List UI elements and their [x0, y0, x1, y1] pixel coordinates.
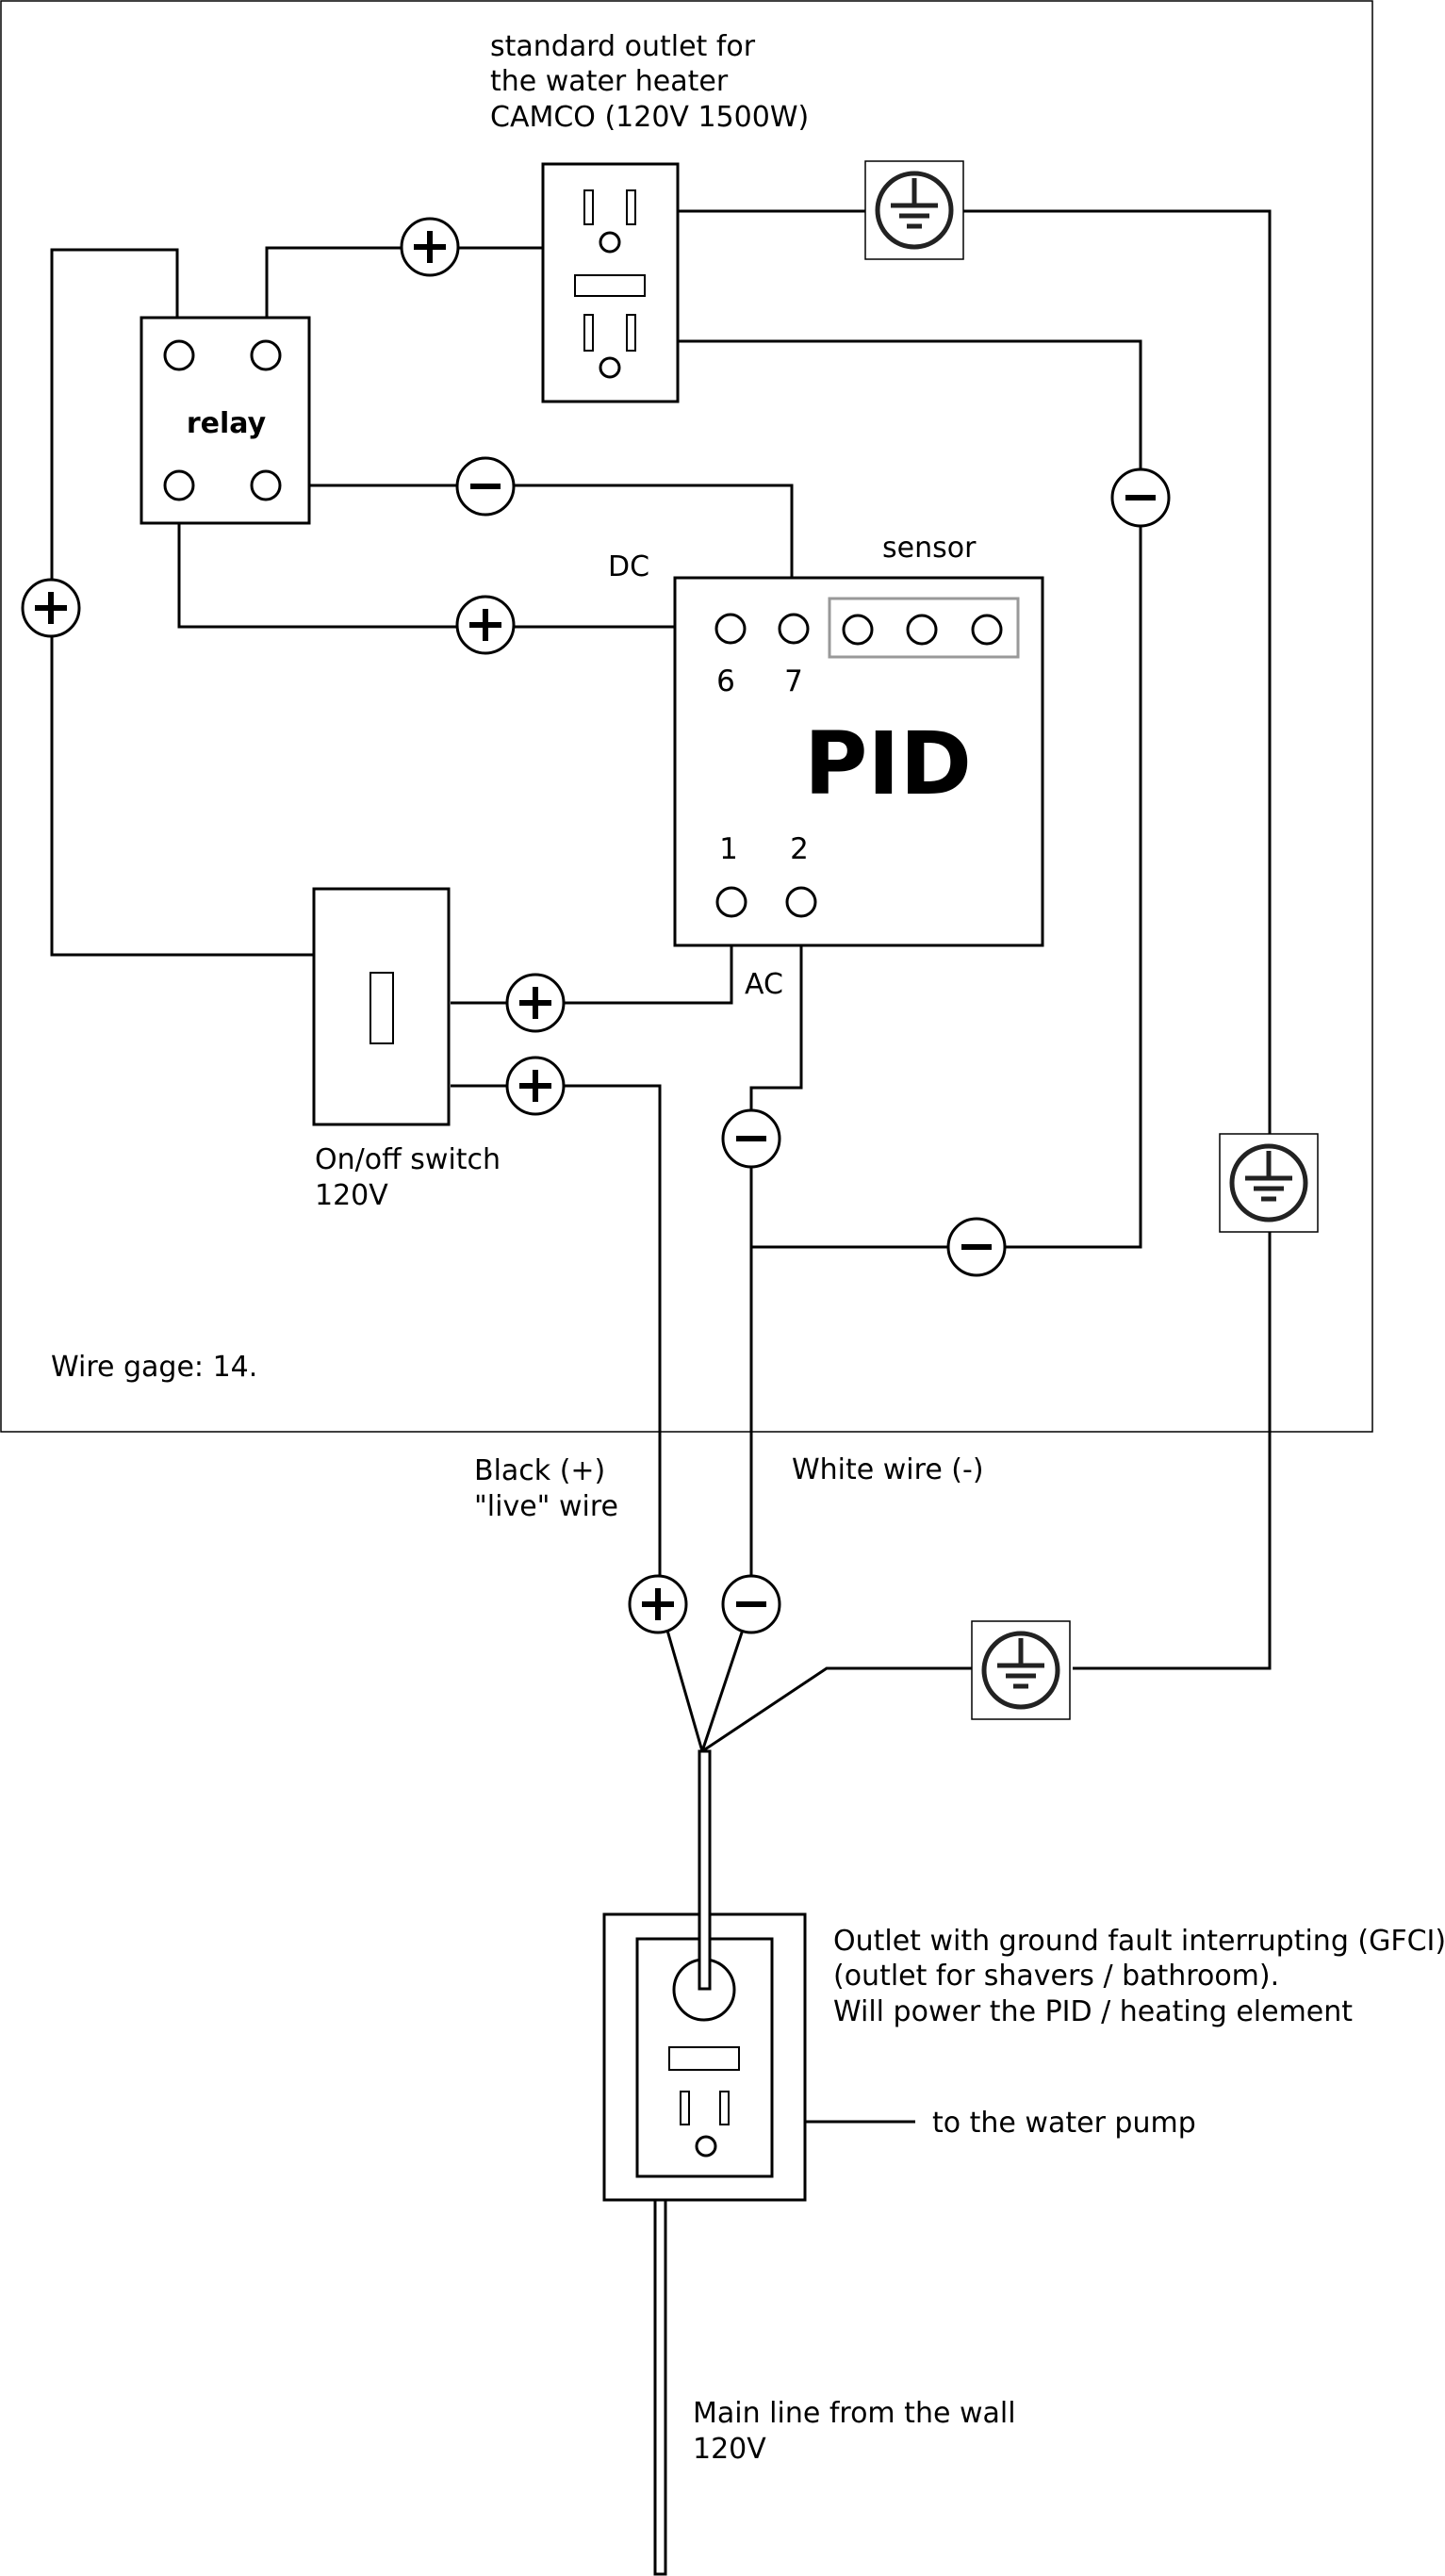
sensor-terminal-block [828, 597, 1020, 659]
sensor-label: sensor [882, 532, 977, 565]
pid-terminal-6-label: 6 [716, 665, 735, 698]
pid-controller [673, 576, 1044, 947]
minus-symbol-icon [1112, 469, 1169, 526]
pid-terminal-7-label: 7 [784, 665, 803, 698]
heater-outlet [541, 162, 680, 403]
pid-terminal-6 [714, 613, 747, 645]
gfci-label-line1: Outlet with ground fault interrupting (G… [833, 1925, 1445, 1958]
gfci-label-line2: (outlet for shavers / bathroom). [833, 1960, 1279, 1993]
pid-label: PID [804, 714, 972, 814]
plus-symbol-icon [507, 975, 564, 1031]
relay-label: relay [187, 407, 267, 440]
pid-terminal-2 [785, 886, 817, 918]
dc-label: DC [608, 550, 649, 583]
ground-icon [1220, 1134, 1318, 1232]
plus-symbol-icon [630, 1576, 686, 1633]
pid-terminal-1 [715, 886, 747, 918]
main-line-cable [653, 2198, 667, 2576]
enclosure-border [0, 0, 1373, 1433]
wire-outlet-ground [678, 209, 1272, 1670]
wire-gage-label: Wire gage: 14. [51, 1351, 257, 1384]
heater-outlet-label-line3: CAMCO (120V 1500W) [490, 101, 809, 134]
gfci-outlet [602, 1749, 807, 2202]
main-line-label-line2: 120V [693, 2433, 766, 2466]
heater-outlet-label-line2: the water heater [490, 65, 729, 98]
wire-pid2-to-neutral [749, 902, 803, 1579]
minus-symbol-icon [948, 1219, 1005, 1275]
main-line-label-line1: Main line from the wall [693, 2397, 1016, 2430]
minus-symbol-icon [723, 1576, 780, 1633]
wire-switch-to-relay [50, 248, 314, 957]
on-off-switch [312, 887, 451, 1126]
ground-icon [972, 1621, 1070, 1719]
supply-cable-in-outlet [698, 1749, 712, 1991]
switch-label-line1: On/off switch [315, 1143, 501, 1176]
minus-symbol-icon [457, 458, 514, 515]
gfci-label-line3: Will power the PID / heating element [833, 1995, 1353, 2028]
plus-symbol-icon [23, 580, 79, 636]
wire-relay-to-pid6 [177, 485, 729, 629]
wire-outlet-neutral [678, 339, 1142, 1249]
pid-terminal-7 [778, 613, 810, 645]
water-pump-label: to the water pump [932, 2107, 1196, 2140]
ac-label: AC [745, 968, 783, 1001]
black-wire-label-line1: Black (+) [474, 1454, 605, 1487]
ground-icon [865, 161, 963, 259]
white-wire-label: White wire (-) [792, 1453, 984, 1486]
black-wire-label-line2: "live" wire [474, 1490, 618, 1523]
relay [140, 316, 311, 525]
switch-label-line2: 120V [315, 1179, 388, 1212]
pid-terminal-1-label: 1 [719, 832, 738, 866]
plus-symbol-icon [402, 219, 458, 275]
plus-symbol-icon [457, 597, 514, 653]
plus-symbol-icon [507, 1058, 564, 1114]
pid-terminal-2-label: 2 [790, 832, 809, 866]
wire-ground-to-cable [701, 1666, 972, 1753]
heater-outlet-label-line1: standard outlet for [490, 30, 756, 63]
minus-symbol-icon [723, 1110, 780, 1167]
